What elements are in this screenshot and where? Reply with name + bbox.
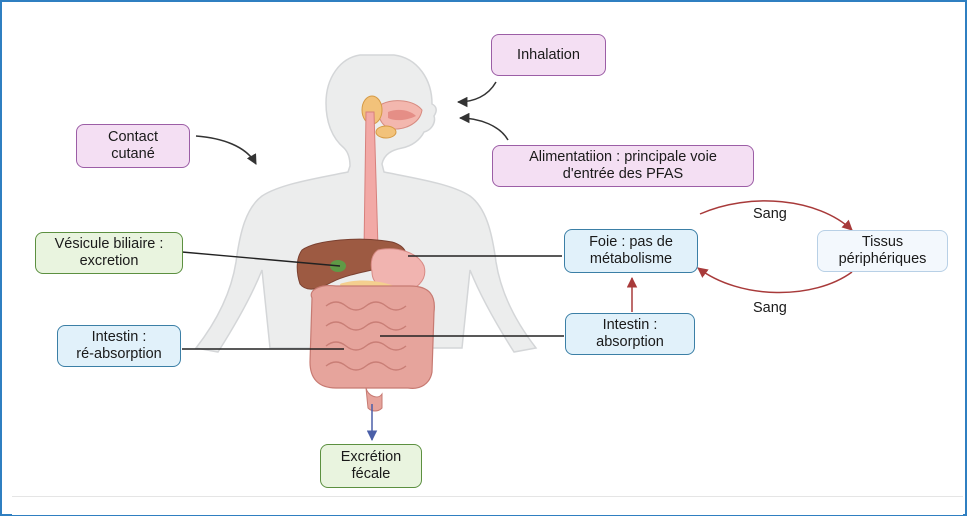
intestin-reabs-box: Intestin : ré-absorption: [57, 325, 181, 367]
alimentation-box: Alimentatiion : principale voie d'entrée…: [492, 145, 754, 187]
excretion-box: Excrétion fécale: [320, 444, 422, 488]
alimentation-arrow: [460, 118, 508, 140]
sang-label-bottom: Sang: [753, 300, 787, 316]
tissus-box: Tissus périphériques: [817, 230, 948, 272]
foie-box: Foie : pas de métabolisme: [564, 229, 698, 273]
intestin-abs-box: Intestin : absorption: [565, 313, 695, 355]
sang-label-top: Sang: [753, 206, 787, 222]
contact-arrow: [196, 136, 256, 164]
inhalation-box: Inhalation: [491, 34, 606, 76]
inhalation-arrow: [458, 82, 496, 102]
contact-box: Contact cutané: [76, 124, 190, 168]
vesicule-box: Vésicule biliaire : excretion: [35, 232, 183, 274]
